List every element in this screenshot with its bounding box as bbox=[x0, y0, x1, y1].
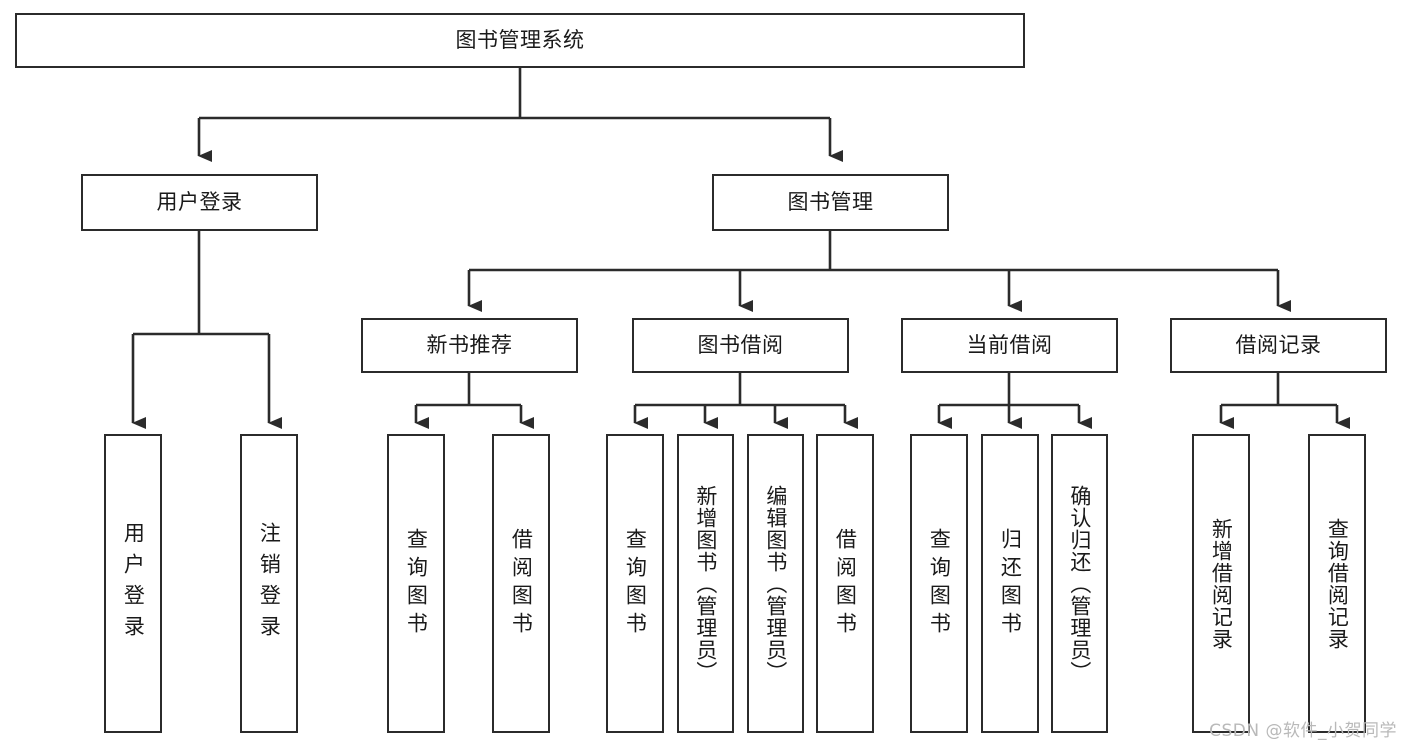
leaf-borrow-add-book-admin[interactable]: 新增图书（管理员） bbox=[677, 434, 734, 733]
leaf-borrow-edit-book-admin[interactable]: 编辑图书（管理员） bbox=[747, 434, 804, 733]
leaf-record-query-borrow-record[interactable]: 查询借阅记录 bbox=[1308, 434, 1366, 733]
node-user-login[interactable]: 用户登录 bbox=[81, 174, 318, 231]
watermark-text: CSDN @软件_小贺同学 bbox=[1209, 721, 1397, 741]
leaf-current-return-book[interactable]: 归还图书 bbox=[981, 434, 1039, 733]
leaf-new-book-borrow-book[interactable]: 借阅图书 bbox=[492, 434, 550, 733]
node-book-management[interactable]: 图书管理 bbox=[712, 174, 949, 231]
leaf-current-confirm-return-admin[interactable]: 确认归还（管理员） bbox=[1051, 434, 1108, 733]
leaf-user-login-login[interactable]: 用户登录 bbox=[104, 434, 162, 733]
node-borrow-record[interactable]: 借阅记录 bbox=[1170, 318, 1387, 373]
leaf-borrow-query-book[interactable]: 查询图书 bbox=[606, 434, 664, 733]
leaf-new-book-query-book[interactable]: 查询图书 bbox=[387, 434, 445, 733]
node-root-book-management-system[interactable]: 图书管理系统 bbox=[15, 13, 1025, 68]
leaf-record-add-borrow-record[interactable]: 新增借阅记录 bbox=[1192, 434, 1250, 733]
leaf-current-query-book[interactable]: 查询图书 bbox=[910, 434, 968, 733]
leaf-user-login-logout[interactable]: 注销登录 bbox=[240, 434, 298, 733]
node-new-book-recommend[interactable]: 新书推荐 bbox=[361, 318, 578, 373]
node-book-borrow[interactable]: 图书借阅 bbox=[632, 318, 849, 373]
leaf-borrow-borrow-book[interactable]: 借阅图书 bbox=[816, 434, 874, 733]
node-current-borrow[interactable]: 当前借阅 bbox=[901, 318, 1118, 373]
